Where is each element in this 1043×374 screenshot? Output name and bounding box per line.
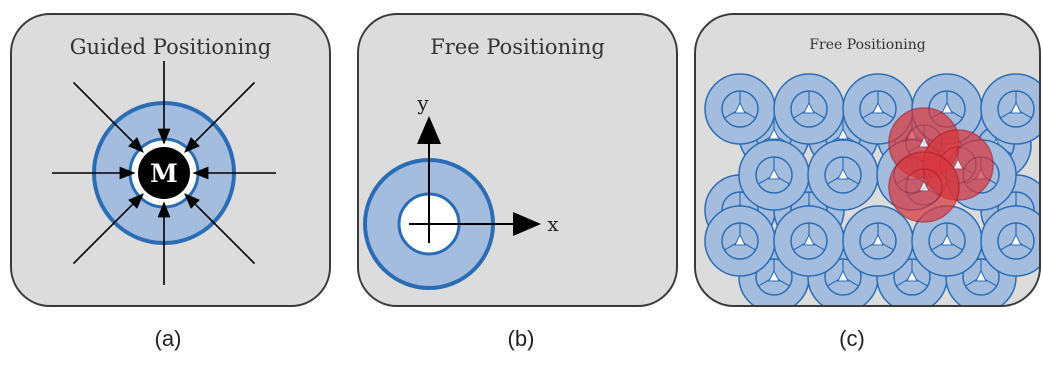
module-rings bbox=[704, 73, 1039, 305]
guided-diagram: M bbox=[52, 61, 276, 285]
caption-c: (c) bbox=[839, 326, 865, 351]
x-axis-label: x bbox=[547, 212, 559, 236]
module-m bbox=[138, 147, 190, 199]
module-ring bbox=[773, 73, 845, 145]
guide-arrows bbox=[52, 61, 276, 285]
panel-guided-positioning: Guided Positioning M bbox=[10, 13, 331, 307]
y-axis-label: y bbox=[416, 91, 429, 115]
guide-arrow bbox=[72, 193, 144, 265]
panel-title: Free Positioning bbox=[809, 37, 926, 53]
module-ring bbox=[807, 139, 879, 211]
panel-free-positioning: Free Positioning y x bbox=[357, 13, 678, 307]
module-ring bbox=[738, 139, 810, 211]
panel-title: Guided Positioning bbox=[69, 35, 272, 59]
panel-free-positioning-array: Free Positioning bbox=[694, 13, 1041, 307]
free-diagram: y x bbox=[363, 91, 559, 290]
guide-arrow bbox=[72, 81, 144, 153]
guide-arrow bbox=[184, 81, 256, 153]
module-ring bbox=[842, 205, 914, 277]
caption-a: (a) bbox=[154, 326, 182, 351]
module-ring bbox=[704, 73, 776, 145]
caption-b: (b) bbox=[507, 326, 535, 351]
module-ring bbox=[773, 205, 845, 277]
module-label: M bbox=[150, 159, 178, 188]
module-array bbox=[704, 73, 1039, 305]
module-ring bbox=[980, 73, 1039, 145]
panel-title: Free Positioning bbox=[430, 35, 605, 59]
module-ring bbox=[704, 205, 776, 277]
module-ring bbox=[980, 205, 1039, 277]
guide-arrow bbox=[184, 193, 256, 265]
highlighted-ring bbox=[888, 151, 960, 223]
